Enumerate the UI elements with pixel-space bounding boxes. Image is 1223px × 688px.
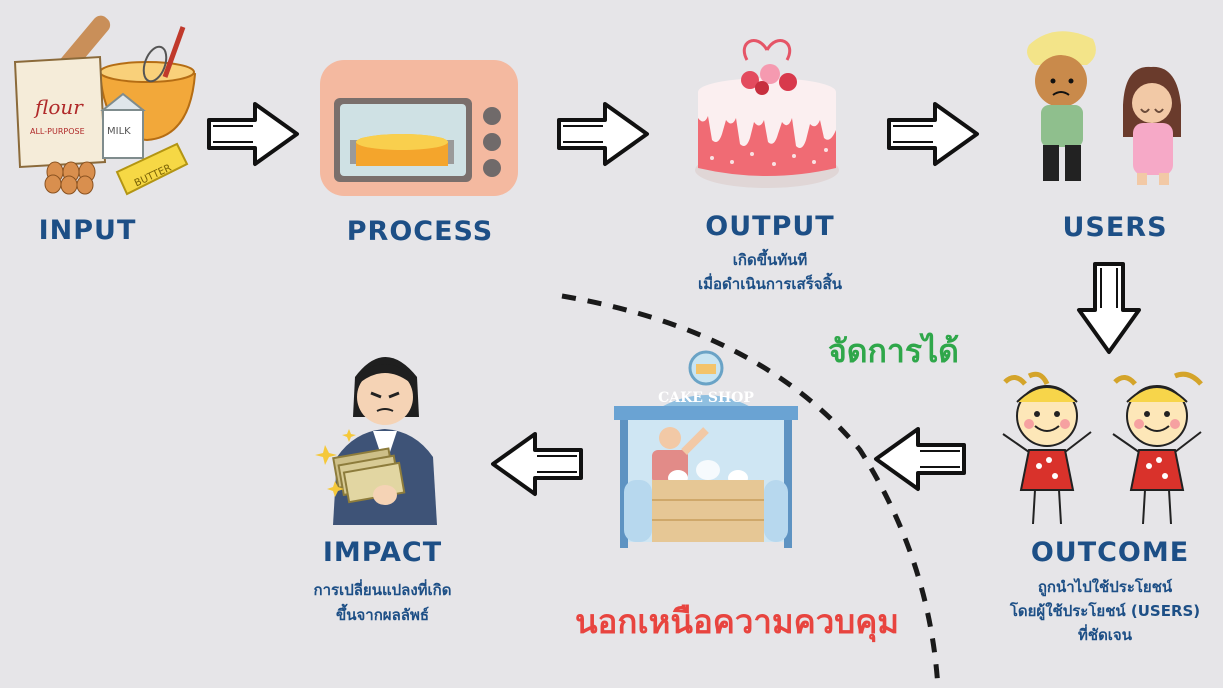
impact-title: IMPACT (322, 537, 443, 568)
arrow-down-icon (1077, 262, 1141, 354)
flour-label: flour (33, 95, 84, 119)
beyond-control-zone-label: นอกเหนือความควบคุม (575, 602, 900, 641)
flour-sub-label: ALL-PURPOSE (30, 127, 85, 136)
shop-sign-text: CAKE SHOP (658, 390, 754, 406)
users-title: USERS (1062, 212, 1168, 243)
outcome-happy-kids-illustration (1002, 371, 1203, 525)
arrow-right-icon (557, 102, 649, 166)
milk-label: MILK (107, 126, 131, 137)
input-title: INPUT (38, 215, 137, 246)
process-title: PROCESS (346, 216, 494, 247)
arrow-left-icon (874, 427, 966, 491)
output-desc-line1: เกิดขึ้นทันที (732, 251, 808, 269)
impact-money-illustration (315, 357, 437, 525)
process-oven-illustration (320, 60, 518, 196)
impact-desc-line1: การเปลี่ยนแปลงที่เกิด (313, 581, 452, 599)
output-cake-illustration (695, 39, 839, 188)
impact-desc-line2: ขึ้นจากผลลัพธ์ (335, 606, 430, 624)
outcome-desc-line2: โดยผู้ใช้ประโยชน์ (USERS) (1009, 602, 1201, 620)
outcome-desc-line1: ถูกนำไปใช้ประโยชน์ (1037, 578, 1173, 596)
arrow-left-icon (491, 432, 583, 496)
users-illustration (1027, 31, 1181, 185)
input-ingredients-illustration: flour ALL-PURPOSE MILK BUTTER (13, 15, 197, 196)
arrow-right-icon (887, 102, 979, 166)
manageable-zone-label: จัดการได้ (828, 332, 959, 370)
outcome-title: OUTCOME (1030, 537, 1190, 568)
output-title: OUTPUT (705, 211, 835, 242)
output-desc-line2: เมื่อดำเนินการเสร็จสิ้น (698, 275, 842, 293)
outcome-desc-line3: ที่ชัดเจน (1078, 626, 1132, 644)
cake-shop-illustration: CAKE SHOP (614, 350, 798, 548)
arrow-right-icon (207, 102, 299, 166)
